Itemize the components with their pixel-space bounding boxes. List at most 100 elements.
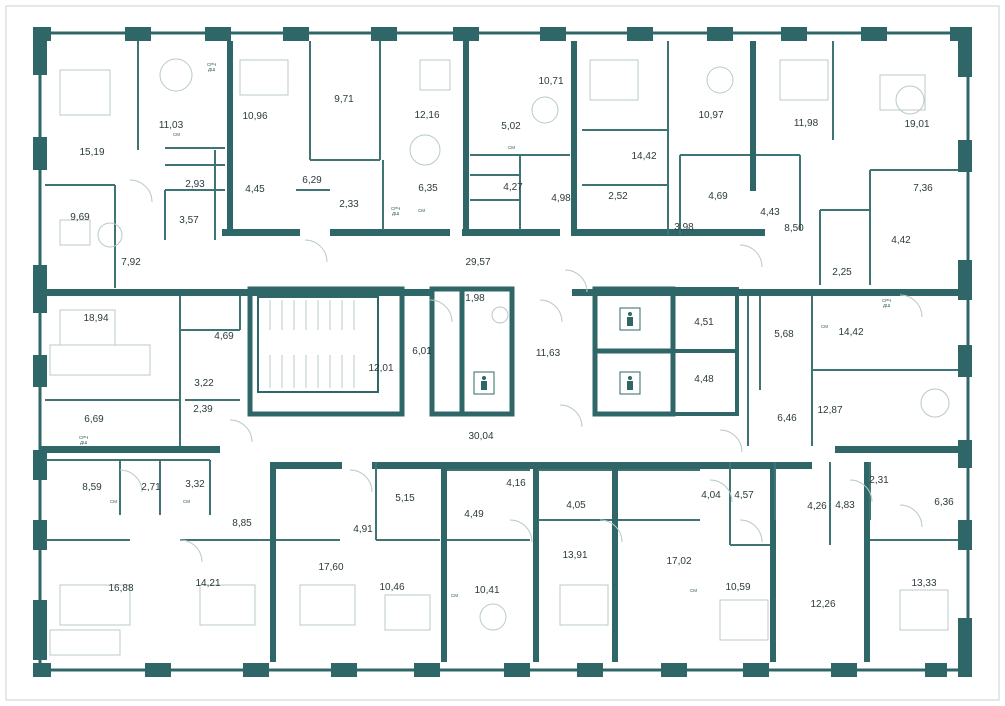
furniture (49, 58, 950, 656)
room-area-label: 17,60 (318, 562, 344, 573)
room-area-label: 4,69 (708, 191, 728, 202)
room-area-label: 2,31 (869, 475, 889, 486)
room-area-label: 14,21 (195, 578, 221, 589)
interior-wall (463, 41, 469, 236)
room-area-label: 11,98 (793, 118, 819, 129)
exterior-wall-pier (861, 27, 887, 41)
room-area-label: 3,98 (674, 222, 694, 233)
interior-wall (864, 462, 870, 662)
staircase (247, 286, 405, 417)
door-swing (599, 519, 623, 543)
furniture-item (49, 344, 151, 376)
stair-and-elevator-core (247, 286, 739, 417)
interior-wall (372, 462, 812, 469)
interior-wall (441, 462, 447, 662)
room-area-label: 15,19 (79, 147, 105, 158)
room-area-label: 4,26 (807, 501, 827, 512)
room-area-label: 10,96 (242, 111, 268, 122)
room-area-label: 6,36 (934, 497, 954, 508)
exterior-wall-pier (453, 27, 479, 41)
table-item (159, 58, 193, 92)
door-swing (564, 269, 588, 293)
door-swings (119, 179, 923, 563)
exterior-wall-pier (958, 520, 972, 550)
room-area-label: 4,04 (701, 490, 721, 501)
interior-wall (330, 229, 450, 236)
furniture-item (419, 59, 451, 91)
room-area-label: 8,59 (82, 482, 102, 493)
furniture-item (779, 59, 829, 101)
exterior-wall-pier (33, 520, 47, 550)
outer-walls (5, 5, 1000, 701)
exterior-wall-pier (371, 27, 397, 41)
elevator-icon (619, 371, 641, 395)
furniture-item (899, 589, 949, 631)
room-area-label: 6,35 (418, 183, 438, 194)
room-area-label: 4,91 (353, 524, 373, 535)
elevator-shaft (592, 348, 676, 417)
door-swing (739, 244, 763, 268)
exterior-wall-pier (414, 663, 440, 677)
exterior-wall-pier (33, 27, 47, 75)
room-area-label: 5,02 (501, 121, 521, 132)
table-item (479, 603, 507, 631)
utility-room (671, 349, 739, 416)
exterior-wall-pier (781, 27, 807, 41)
room-area-label: 10,46 (379, 582, 405, 593)
exterior-wall-pier (33, 355, 47, 387)
interior-wall (40, 289, 402, 296)
door-swing (229, 419, 253, 443)
room-area-label: 3,32 (185, 479, 205, 490)
door-swing (129, 179, 153, 203)
room-area-label: 3,22 (194, 378, 214, 389)
room-area-label: 4,27 (503, 182, 523, 193)
door-swing (849, 479, 873, 503)
exterior-wall-pier (504, 663, 530, 677)
door-swing (559, 404, 583, 428)
table-item (491, 306, 509, 324)
furniture-item (559, 584, 609, 626)
exterior-wall-pier (661, 663, 687, 677)
door-swing (719, 429, 743, 453)
room-area-label: 2,39 (193, 404, 213, 415)
interior-wall (572, 289, 737, 296)
room-area-label: 16,88 (108, 583, 134, 594)
exterior-wall-pier (33, 600, 47, 660)
room-area-label: 2,52 (608, 191, 628, 202)
furniture-item (299, 584, 356, 626)
interior-wall (571, 41, 577, 236)
room-area-label: 8,50 (784, 223, 804, 234)
room-area-label: 6,69 (84, 414, 104, 425)
room-area-label: 18,94 (83, 313, 109, 324)
exterior-wall-pier (243, 663, 269, 677)
washer-tag: СМ (451, 593, 458, 598)
furniture-item (59, 584, 131, 626)
furniture-item (239, 59, 289, 96)
exterior-wall-pier (33, 450, 47, 480)
interior-wall (462, 229, 560, 236)
exterior-wall-pier (958, 440, 972, 468)
room-area-label: 2,71 (141, 482, 161, 493)
exterior-wall-pier (743, 663, 769, 677)
room-area-label: 4,43 (760, 207, 780, 218)
door-swing (349, 469, 373, 493)
door-swing (429, 299, 453, 323)
interior-wall (402, 289, 432, 296)
washer-tag: СМ (508, 145, 515, 150)
furniture-item (59, 69, 111, 116)
interior-walls (40, 41, 968, 662)
room-area-label: 2,93 (185, 179, 205, 190)
exterior-wall-pier (958, 27, 972, 77)
exterior-wall-pier (33, 137, 47, 170)
room-area-label: 12,16 (414, 110, 440, 121)
exterior-wall-pier (577, 663, 603, 677)
elevator-shaft (592, 286, 676, 354)
room-area-label: 10,71 (538, 76, 564, 87)
room-area-label: 4,69 (214, 331, 234, 342)
furniture-item (199, 584, 256, 626)
